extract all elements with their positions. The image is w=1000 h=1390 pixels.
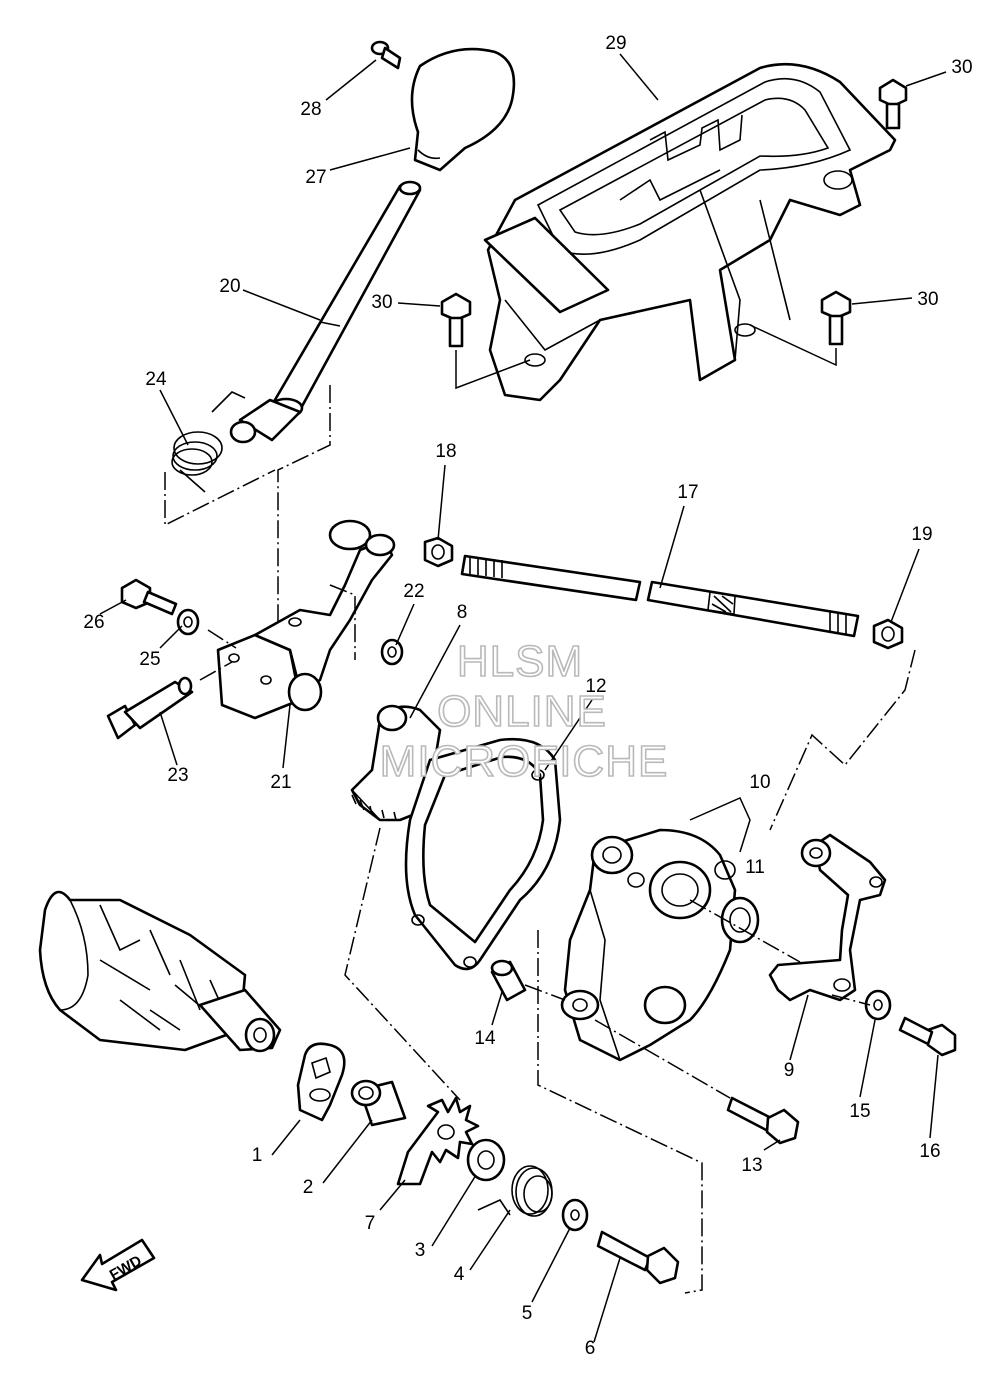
flange-bolt-30-right — [820, 290, 852, 346]
oil-seal — [720, 896, 760, 944]
shoulder-bolt-23 — [106, 676, 194, 740]
callout-16: 16 — [919, 1141, 940, 1162]
shift-shaft-cover — [560, 828, 737, 1062]
leader-lines — [99, 53, 947, 1343]
shift-cover-gasket — [404, 737, 562, 971]
callout-29: 29 — [605, 33, 626, 54]
flange-bolt-30-left — [440, 292, 472, 348]
callout-5: 5 — [522, 1303, 533, 1324]
callout-3: 3 — [415, 1240, 426, 1261]
bolt-6 — [596, 1230, 680, 1285]
callout-21: 21 — [270, 772, 291, 793]
callout-25: 25 — [139, 649, 160, 670]
callout-30-top: 30 — [951, 57, 972, 78]
knob-screw — [370, 40, 402, 70]
callout-2: 2 — [303, 1177, 314, 1198]
callout-22: 22 — [403, 581, 424, 602]
callout-24: 24 — [145, 369, 167, 390]
nut-19 — [872, 618, 904, 650]
shift-lever-bracket — [216, 519, 396, 720]
callout-23: 23 — [167, 765, 188, 786]
callout-8: 8 — [457, 602, 468, 623]
shift-shaft — [460, 554, 860, 638]
callout-30-left: 30 — [371, 292, 392, 313]
stopper-lever — [768, 833, 887, 1002]
washer-15 — [864, 989, 892, 1021]
shift-gear-7 — [396, 1096, 480, 1186]
callout-13: 13 — [741, 1155, 762, 1176]
callout-17: 17 — [677, 482, 698, 503]
washer-5 — [561, 1198, 589, 1232]
washer-22 — [380, 638, 404, 666]
washer-3 — [466, 1138, 506, 1182]
bolt-26 — [120, 578, 178, 616]
shift-lever-rod — [229, 180, 422, 444]
watermark: HLSM ONLINE MICROFICHE — [379, 636, 669, 787]
shift-knob — [410, 47, 516, 172]
watermark-line-2: ONLINE — [437, 687, 607, 736]
torsion-spring — [171, 391, 246, 493]
shift-arm — [350, 704, 442, 822]
callout-1: 1 — [252, 1145, 263, 1166]
callout-7: 7 — [365, 1213, 376, 1234]
shift-guide-cover — [483, 62, 897, 402]
callout-9: 9 — [784, 1060, 795, 1081]
callout-numbers: 1 2 3 4 5 6 7 8 9 10 11 12 13 14 15 16 1… — [83, 33, 972, 1359]
callout-30-right: 30 — [917, 289, 938, 310]
callout-4: 4 — [454, 1264, 465, 1285]
callout-27: 27 — [305, 167, 326, 188]
callout-18: 18 — [435, 441, 456, 462]
spring-4 — [477, 1165, 553, 1217]
nut-18 — [423, 536, 454, 568]
washer-25 — [176, 608, 200, 636]
callout-19: 19 — [911, 524, 932, 545]
callout-14: 14 — [474, 1028, 496, 1049]
dowel-pin — [490, 959, 527, 1002]
shift-drum — [38, 890, 282, 1053]
watermark-line-3: MICROFICHE — [380, 737, 669, 786]
callout-26: 26 — [83, 612, 104, 633]
watermark-line-1: HLSM — [457, 637, 583, 686]
fwd-direction-arrow: FWD — [80, 1238, 156, 1292]
callout-20: 20 — [219, 276, 240, 297]
pin-2 — [350, 1079, 407, 1127]
flange-bolt-30-top — [878, 78, 908, 130]
callout-11: 11 — [745, 857, 765, 878]
callout-28: 28 — [300, 99, 321, 120]
callout-15: 15 — [849, 1101, 870, 1122]
bolt-16 — [898, 1016, 957, 1057]
segment-1 — [296, 1042, 346, 1122]
callout-12: 12 — [585, 676, 606, 697]
callout-10: 10 — [749, 772, 770, 793]
callout-6: 6 — [585, 1338, 596, 1359]
bolt-13 — [726, 1096, 800, 1145]
